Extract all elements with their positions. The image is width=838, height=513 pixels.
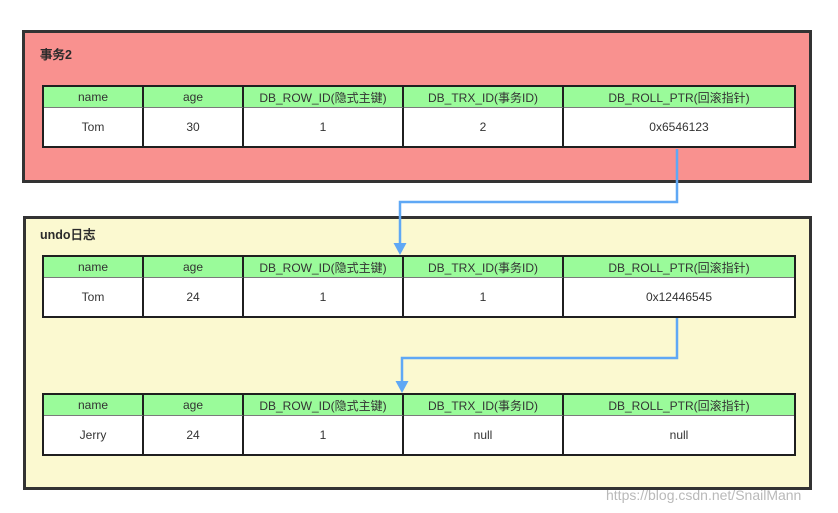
cell-db-trx-id: 2 — [404, 108, 564, 146]
cell-name: Tom — [44, 108, 144, 146]
undo-version-2-table: name age DB_ROW_ID(隐式主键) DB_TRX_ID(事务ID)… — [42, 393, 796, 456]
cell-db-row-id: 1 — [244, 108, 404, 146]
column-header-db-row-id: DB_ROW_ID(隐式主键) — [244, 87, 404, 108]
column-header-db-roll-ptr: DB_ROLL_PTR(回滚指针) — [564, 257, 794, 278]
column-header-db-trx-id: DB_TRX_ID(事务ID) — [404, 87, 564, 108]
column-header-age: age — [144, 87, 244, 108]
column-header-db-roll-ptr: DB_ROLL_PTR(回滚指针) — [564, 395, 794, 416]
column-header-age: age — [144, 395, 244, 416]
column-header-db-row-id: DB_ROW_ID(隐式主键) — [244, 395, 404, 416]
cell-age: 24 — [144, 278, 244, 316]
transaction-2-label: 事务2 — [40, 48, 72, 62]
transaction-record-table: name age DB_ROW_ID(隐式主键) DB_TRX_ID(事务ID)… — [42, 85, 796, 148]
cell-db-trx-id: null — [404, 416, 564, 454]
cell-age: 30 — [144, 108, 244, 146]
column-header-name: name — [44, 395, 144, 416]
watermark-text: https://blog.csdn.net/SnailMann — [606, 487, 802, 503]
cell-age: 24 — [144, 416, 244, 454]
column-header-db-roll-ptr: DB_ROLL_PTR(回滚指针) — [564, 87, 794, 108]
cell-name: Jerry — [44, 416, 144, 454]
column-header-db-trx-id: DB_TRX_ID(事务ID) — [404, 395, 564, 416]
cell-db-roll-ptr: null — [564, 416, 794, 454]
column-header-name: name — [44, 257, 144, 278]
cell-db-roll-ptr: 0x12446545 — [564, 278, 794, 316]
cell-db-roll-ptr: 0x6546123 — [564, 108, 794, 146]
cell-name: Tom — [44, 278, 144, 316]
column-header-name: name — [44, 87, 144, 108]
column-header-db-row-id: DB_ROW_ID(隐式主键) — [244, 257, 404, 278]
column-header-age: age — [144, 257, 244, 278]
undo-version-1-table: name age DB_ROW_ID(隐式主键) DB_TRX_ID(事务ID)… — [42, 255, 796, 318]
cell-db-row-id: 1 — [244, 278, 404, 316]
undo-log-label: undo日志 — [40, 228, 96, 242]
cell-db-row-id: 1 — [244, 416, 404, 454]
column-header-db-trx-id: DB_TRX_ID(事务ID) — [404, 257, 564, 278]
cell-db-trx-id: 1 — [404, 278, 564, 316]
